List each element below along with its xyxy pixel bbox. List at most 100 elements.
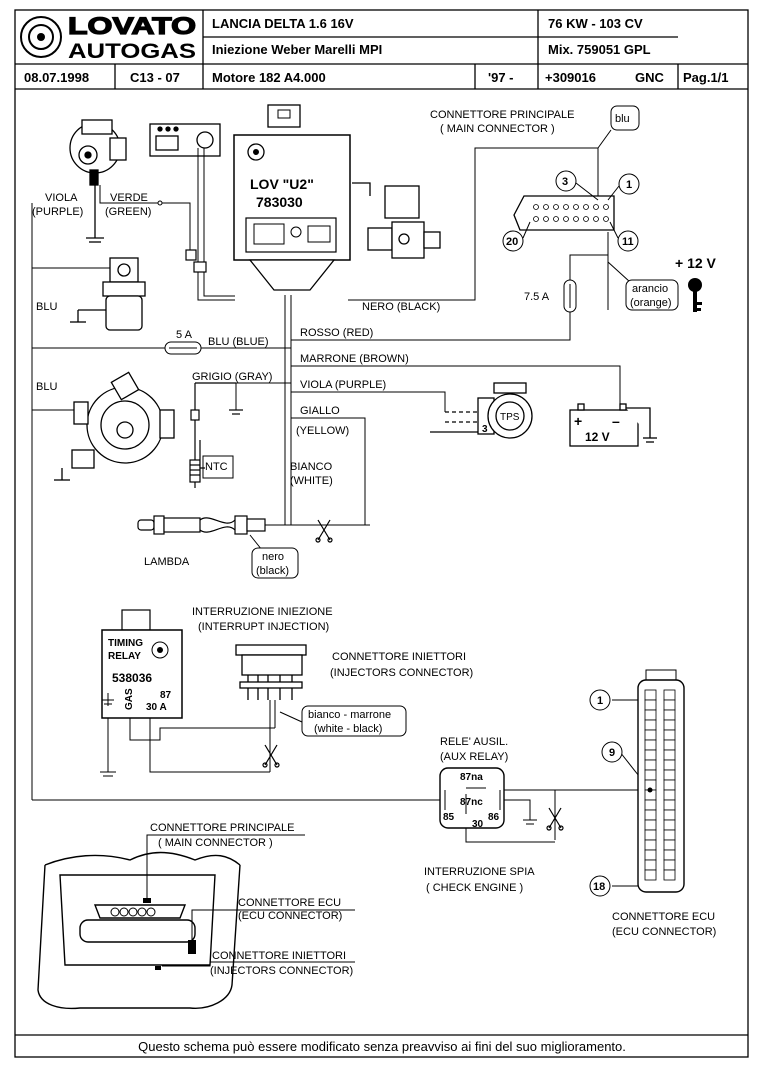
ecu-connector: 1 9 18 xyxy=(589,669,685,897)
relay-code: 538036 xyxy=(112,671,152,685)
lambda-sensor xyxy=(137,515,266,535)
injector-connector xyxy=(235,644,307,700)
label-white: (WHITE) xyxy=(290,475,333,487)
aux-relay-title: RELE' AUSIL. xyxy=(440,736,508,748)
fuse-5a: 5 A xyxy=(164,329,202,355)
aux-pin-87nc: 87nc xyxy=(460,797,483,808)
arancio-tag: arancio (orange) xyxy=(607,261,679,311)
aux-pin-85: 85 xyxy=(443,812,455,823)
reducer-vaporizer xyxy=(54,371,175,481)
loc-ecu-title: CONNETTORE ECU xyxy=(238,897,341,909)
relay-title-2: RELAY xyxy=(108,651,141,662)
nero-tag: nero (black) xyxy=(249,534,299,579)
label-ntc: NTC xyxy=(205,461,228,473)
loc-ecu-subtitle: (ECU CONNECTOR) xyxy=(238,910,342,922)
ntc-box xyxy=(202,455,234,479)
fuse-7-5a: 7.5 A xyxy=(524,279,577,313)
date: 08.07.1998 xyxy=(24,70,89,85)
blu-tag: blu xyxy=(615,113,630,125)
label-lambda: LAMBDA xyxy=(144,556,190,568)
label-arancio: arancio xyxy=(632,283,668,295)
tps-pin-3: 3 xyxy=(482,424,488,435)
gas-valve-left xyxy=(70,257,146,331)
model-year: '97 - xyxy=(488,70,514,85)
label-nero-small: nero xyxy=(262,551,284,563)
relay-gas: GAS xyxy=(124,688,135,710)
loc-inj-title: CONNETTORE INIETTORI xyxy=(212,950,346,962)
lovato-logo: LOVATO AUTOGAS xyxy=(20,12,197,63)
main-pin-11: 11 xyxy=(622,236,634,248)
relay-pin-87: 87 xyxy=(160,690,172,701)
wiring-lines xyxy=(31,147,651,887)
label-purple-left: (PURPLE) xyxy=(32,206,83,218)
location-drawing xyxy=(37,851,241,1010)
fuse-5a-label: 5 A xyxy=(176,329,193,341)
ecu-name: LOV "U2" xyxy=(250,176,314,192)
engine-code: Motore 182 A4.000 xyxy=(212,70,326,85)
loc-inj-subtitle: (INJECTORS CONNECTOR) xyxy=(210,965,353,977)
label-grigio: GRIGIO (GRAY) xyxy=(192,371,272,383)
aux-relay-subtitle: (AUX RELAY) xyxy=(440,751,508,763)
battery-minus: – xyxy=(612,413,620,429)
check-subtitle: ( CHECK ENGINE ) xyxy=(426,882,523,894)
label-verde: VERDE xyxy=(110,192,148,204)
main-connector-title: CONNETTORE PRINCIPALE xyxy=(430,109,574,121)
main-pin-1: 1 xyxy=(626,179,632,191)
fuse-7-5a-label: 7.5 A xyxy=(524,291,550,303)
aux-pin-87na: 87na xyxy=(460,772,483,783)
timing-relay: TIMING RELAY 538036 GAS 87 30 A xyxy=(100,609,183,777)
ecu-pin-9: 9 xyxy=(609,747,615,759)
battery-plus: + xyxy=(574,413,582,429)
cut-symbol-injector xyxy=(262,744,280,768)
main-connector: blu 3 1 20 11 xyxy=(502,105,640,252)
label-white-black: (white - black) xyxy=(314,723,382,735)
label-bianco-marrone: bianco - marrone xyxy=(308,709,391,721)
battery xyxy=(569,403,657,447)
part-number: +309016 xyxy=(545,70,596,85)
aux-pin-86: 86 xyxy=(488,812,500,823)
fuel-type: GNC xyxy=(635,70,665,85)
switch-box xyxy=(149,123,221,157)
interrupt-subtitle: (INTERRUPT INJECTION) xyxy=(198,621,329,633)
ecu-unit: LOV "U2" 783030 xyxy=(233,104,351,291)
power-rating: 76 KW - 103 CV xyxy=(548,16,643,31)
ecu-connector-subtitle: (ECU CONNECTOR) xyxy=(612,926,716,938)
location-markers xyxy=(110,898,196,970)
main-pin-3: 3 xyxy=(562,176,568,188)
label-blu-1: BLU xyxy=(36,301,57,313)
label-marrone: MARRONE (BROWN) xyxy=(300,353,409,365)
main-connector-subtitle: ( MAIN CONNECTOR ) xyxy=(440,123,555,135)
key-icon xyxy=(688,278,702,312)
tps-label: TPS xyxy=(500,412,520,423)
main-pin-20: 20 xyxy=(506,236,518,248)
label-rosso: ROSSO (RED) xyxy=(300,327,373,339)
injection-type: Iniezione Weber Marelli MPI xyxy=(212,42,382,57)
label-orange: (orange) xyxy=(630,297,672,309)
loc-main-title: CONNETTORE PRINCIPALE xyxy=(150,822,294,834)
distributor-symbol xyxy=(69,119,127,243)
white-black-tag: bianco - marrone (white - black) xyxy=(279,705,407,737)
interrupt-title: INTERRUZIONE INIEZIONE xyxy=(192,606,333,618)
header-frame xyxy=(14,9,749,1058)
footer-note: Questo schema può essere modificato senz… xyxy=(138,1039,626,1054)
ecu-pin-1: 1 xyxy=(597,695,603,707)
ecu-connector-title: CONNETTORE ECU xyxy=(612,911,715,923)
harness-connector-left xyxy=(185,249,207,273)
label-black-small: (black) xyxy=(256,565,289,577)
inj-conn-title: CONNETTORE INIETTORI xyxy=(332,651,466,663)
label-yellow: (YELLOW) xyxy=(296,425,349,437)
tps-sensor xyxy=(430,382,533,439)
ecu-code: 783030 xyxy=(256,194,303,210)
label-nero: NERO (BLACK) xyxy=(362,301,440,313)
battery-voltage: 12 V xyxy=(585,430,610,444)
aux-pin-30: 30 xyxy=(472,819,484,830)
logo-lovato: LOVATO xyxy=(68,13,196,40)
mix-code: Mix. 759051 GPL xyxy=(548,42,651,57)
relay-pin-30a: 30 A xyxy=(146,702,167,713)
cut-symbol-lambda xyxy=(315,519,333,543)
location-leaders xyxy=(146,834,355,967)
label-viola-left: VIOLA xyxy=(45,192,78,204)
page-number: Pag.1/1 xyxy=(683,70,729,85)
